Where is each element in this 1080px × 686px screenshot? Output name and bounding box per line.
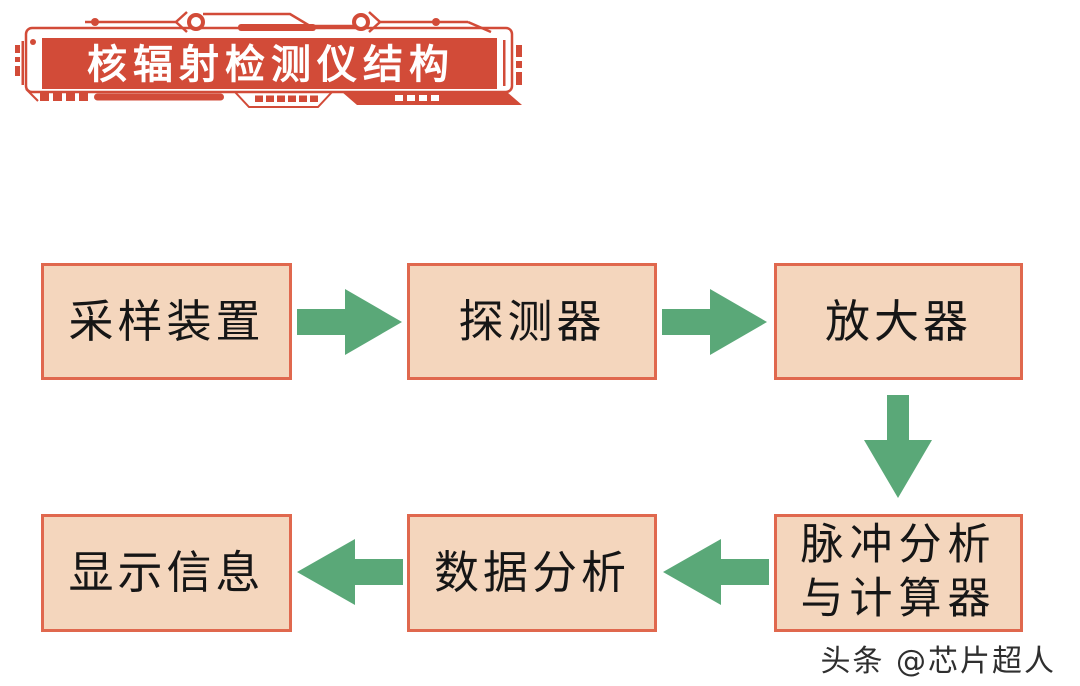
flow-box-pulse-analyzer-calculator: 脉冲分析 与计算器 [774, 514, 1023, 632]
flow-box-label: 显示信息 [68, 546, 265, 599]
flow-box-label: 脉冲分析 与计算器 [800, 520, 997, 624]
banner-bottom-center-dots [255, 95, 318, 102]
arrow-right-icon [297, 289, 402, 355]
flow-box-label: 放大器 [824, 294, 972, 348]
flow-box-amplifier: 放大器 [774, 263, 1023, 380]
flow-box-sampling-device: 采样装置 [41, 263, 292, 380]
banner-title: 核辐射检测仪结构 [87, 42, 455, 88]
flow-box-display-info: 显示信息 [41, 514, 292, 632]
arrow-down-icon [864, 395, 932, 498]
flow-box-label: 采样装置 [68, 294, 265, 348]
arrow-left-icon [663, 539, 769, 605]
banner-bottom-left-squares [40, 93, 88, 101]
arrow-right-icon [662, 289, 767, 355]
title-banner: 核辐射检测仪结构 [15, 11, 522, 108]
banner-bottom-right-squares [395, 95, 439, 101]
watermark: 头条 @芯片超人 [820, 644, 1056, 679]
arrow-left-icon [297, 539, 403, 605]
banner-ornament-left-icon [174, 11, 205, 33]
flow-box-detector: 探测器 [407, 263, 657, 380]
flow-box-label: 数据分析 [433, 546, 630, 599]
banner-title-plate [42, 38, 497, 89]
flow-box-label: 探测器 [458, 294, 606, 348]
flow-box-data-analysis: 数据分析 [407, 514, 657, 632]
